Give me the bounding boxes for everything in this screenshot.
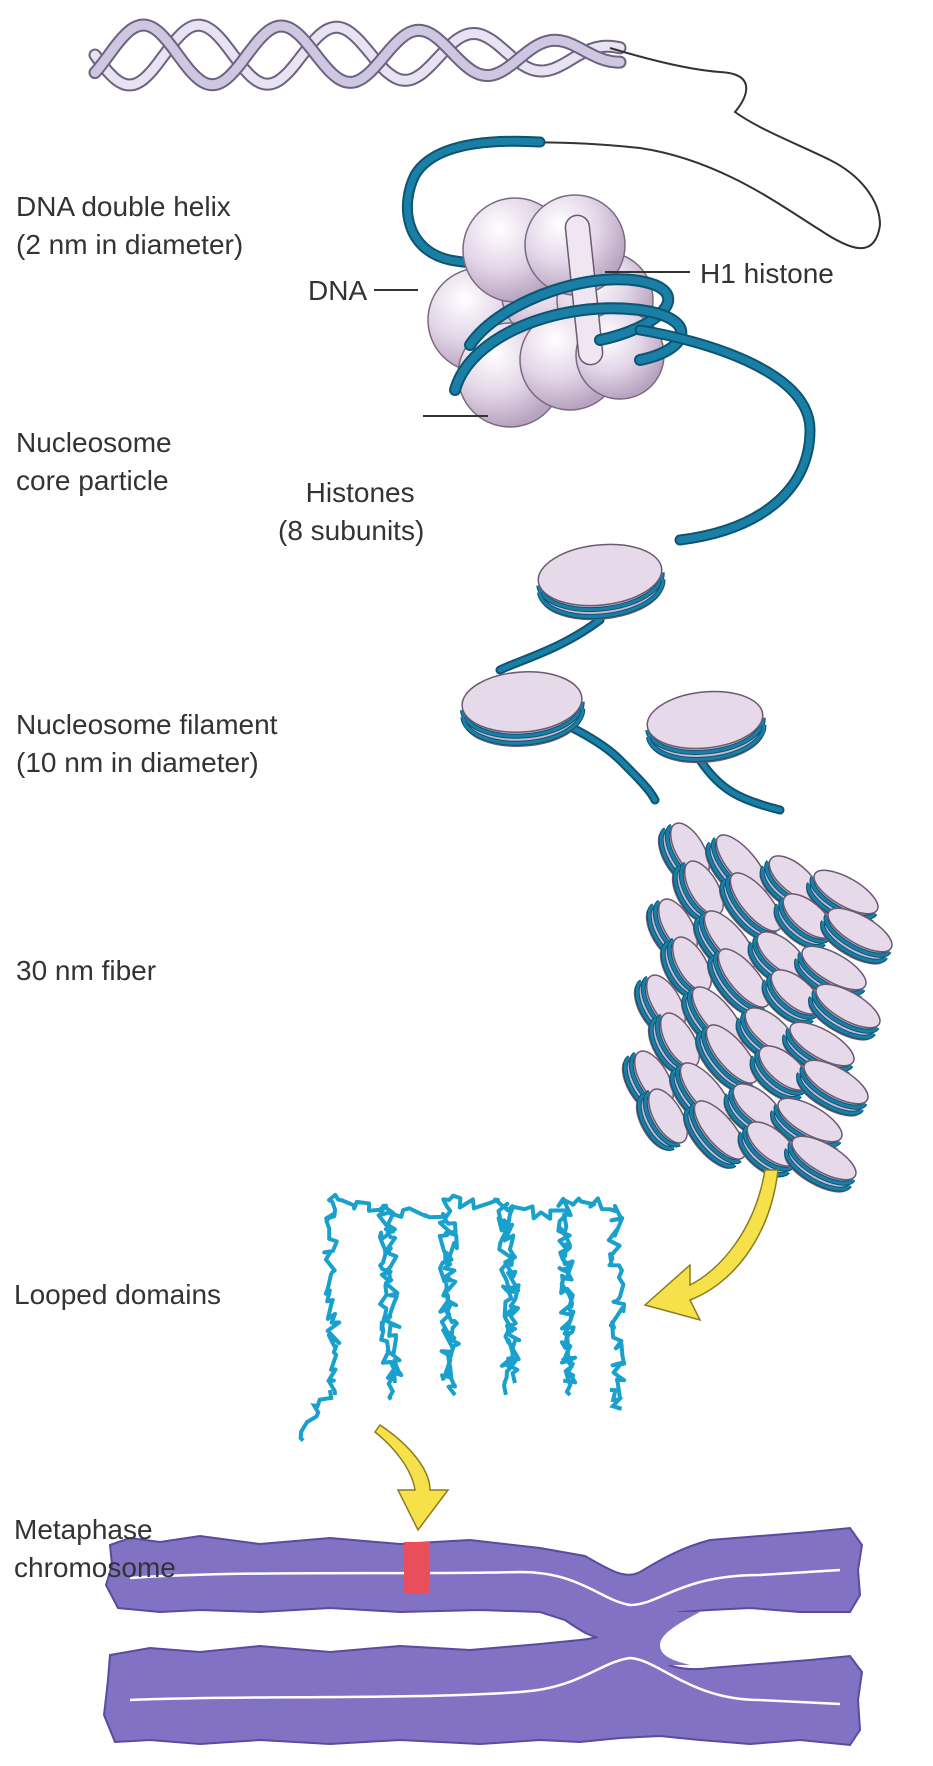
nucleosome-core-particle	[427, 194, 688, 428]
thirty-nm-fiber	[621, 822, 893, 1193]
chromosome-red-band	[404, 1542, 430, 1594]
chromatid-axis-lower	[129, 1656, 841, 1706]
centromere	[560, 1612, 700, 1665]
filament-nucleosome	[645, 690, 767, 764]
filament-nucleosome	[459, 671, 586, 747]
fiber-nucleosome	[683, 1100, 747, 1169]
dna-double-helix	[88, 18, 627, 92]
label-histones: Histones(8 subunits)	[278, 477, 425, 546]
filament-nucleosome	[536, 543, 666, 621]
fiber-nucleosome	[820, 907, 893, 965]
label-looped-domains: Looped domains	[14, 1279, 222, 1310]
fiber-nucleosome	[796, 1059, 869, 1117]
label-dna: DNA	[308, 275, 368, 306]
chromatid-lower	[102, 1626, 864, 1747]
fiber-nucleosome	[707, 948, 771, 1017]
fiber-nucleosome	[784, 1135, 857, 1193]
loop-tail	[298, 1389, 334, 1442]
loop-tail	[609, 1388, 624, 1411]
chromatin-loop	[381, 1203, 457, 1384]
chromatid-upper	[104, 1526, 864, 1652]
dna-linker	[634, 324, 816, 546]
metaphase-chromosome	[102, 1526, 864, 1747]
label-h1-histone: H1 histone	[700, 258, 834, 289]
arrow-to-looped-domains	[643, 1169, 779, 1322]
fiber-nucleosome	[782, 1021, 855, 1079]
label-dna-double-helix: DNA double helix(2 nm in diameter)	[16, 191, 244, 260]
nucleosome-filament	[459, 543, 785, 815]
label-nucleosome-filament: Nucleosome filament(10 nm in diameter)	[16, 709, 278, 778]
label-30nm-fiber: 30 nm fiber	[16, 955, 157, 986]
chromatin-loop	[556, 1196, 627, 1400]
fiber-nucleosome	[808, 983, 881, 1041]
dna-thin-strand	[429, 47, 882, 250]
arrow-to-chromosome	[373, 1423, 450, 1532]
fiber-nucleosome	[635, 1088, 689, 1151]
chromatin-loop	[322, 1192, 397, 1401]
chromatid-axis-upper	[129, 1568, 841, 1607]
looped-domains	[298, 1192, 627, 1442]
